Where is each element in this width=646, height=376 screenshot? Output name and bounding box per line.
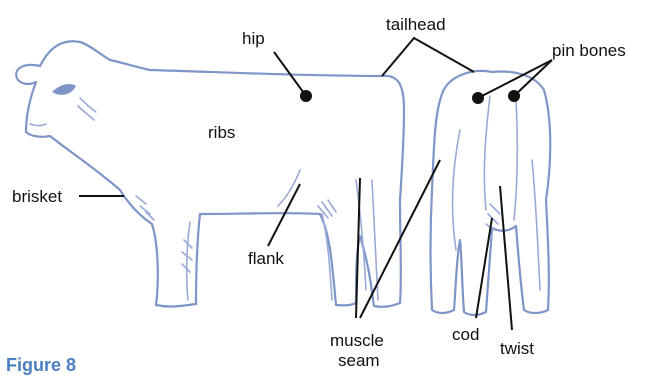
calf-rear-view [431, 71, 551, 315]
figure-caption: Figure 8 [6, 355, 76, 376]
label-pin-bones: pin bones [552, 41, 626, 60]
calf-rear-body-outline [431, 71, 551, 315]
label-ribs: ribs [208, 123, 235, 142]
label-cod: cod [452, 325, 479, 344]
label-hip: hip [242, 29, 265, 48]
calf-side-body-outline [16, 41, 404, 307]
label-muscle-seam-line1: muscle [330, 331, 384, 350]
pin-bone-marker-right [508, 90, 520, 102]
label-tailhead: tailhead [386, 15, 446, 34]
pin-bone-marker-left [472, 92, 484, 104]
label-brisket: brisket [12, 187, 62, 206]
hip-marker [300, 90, 312, 102]
label-muscle-seam-line2: seam [338, 351, 380, 370]
label-flank: flank [248, 249, 284, 268]
calf-side-view [16, 41, 404, 307]
tailhead-leader [382, 38, 474, 76]
label-twist: twist [500, 339, 534, 358]
